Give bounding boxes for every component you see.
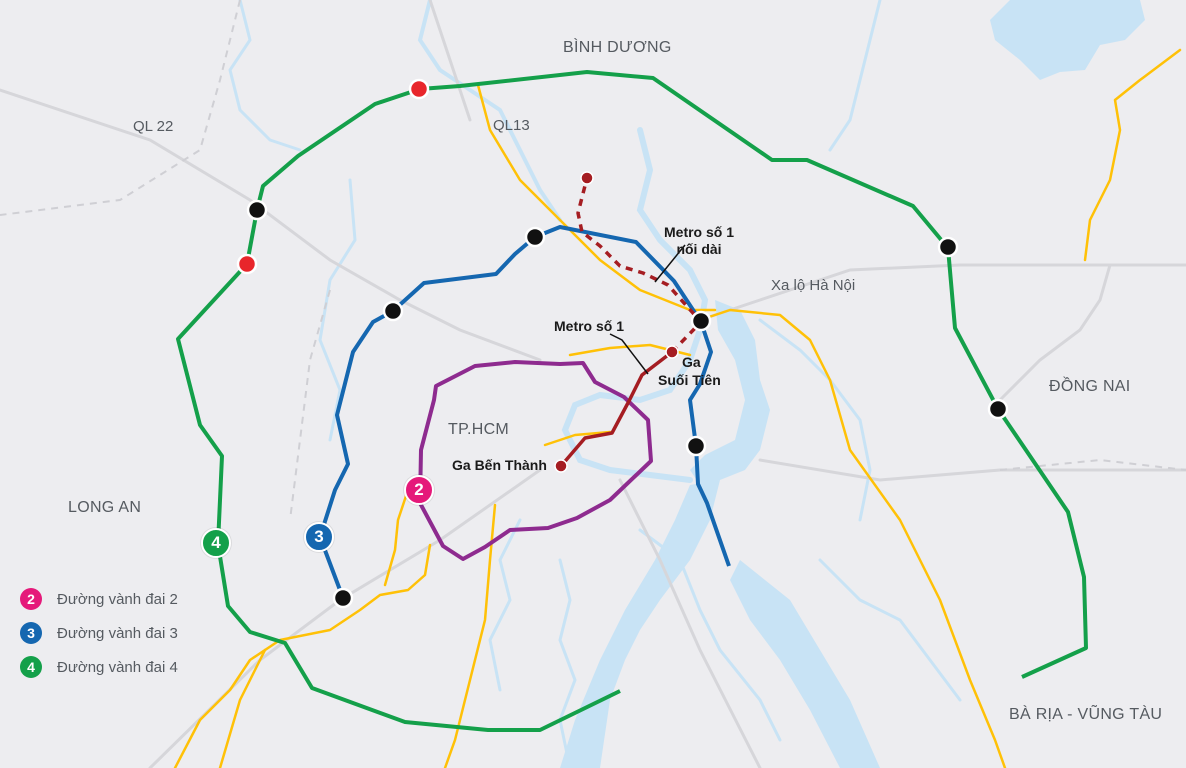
legend-ring-4-label: Đường vành đai 4 <box>57 658 178 676</box>
road-ql22 <box>0 88 542 362</box>
interchange-node-red <box>408 78 430 100</box>
metro-stations <box>554 171 679 473</box>
river-east-2 <box>638 528 782 742</box>
interchange-nodes <box>236 78 1009 609</box>
highway-ql13 <box>476 83 717 312</box>
legend-ring-2-icon: 2 <box>20 588 42 610</box>
interchange-node <box>332 587 354 609</box>
river-east-3 <box>818 558 962 702</box>
station-suoi-tien-dot <box>665 345 679 359</box>
road-label-ql22: QL 22 <box>133 118 174 135</box>
river-south-1 <box>558 558 577 768</box>
river-north <box>417 0 562 222</box>
road-xa-lo-ha-noi <box>698 263 1186 322</box>
callout-lines <box>609 244 686 375</box>
highway-ben-luc <box>543 430 612 447</box>
dashed-roads <box>0 0 1186 521</box>
river-ne <box>828 0 882 152</box>
dong-nai-river-wide <box>690 300 770 485</box>
legend-ring-4-icon: 4 <box>20 656 42 678</box>
interchange-node <box>987 398 1009 420</box>
saigon-river-mouth <box>560 480 720 768</box>
ring-road-2 <box>418 360 653 561</box>
callout-metro-1 <box>609 333 649 375</box>
interchange-node <box>685 435 707 457</box>
interchange-node <box>382 300 404 322</box>
ring-2-badge: 2 <box>404 475 434 505</box>
highway-south <box>443 503 497 768</box>
region-binh-duong: BÌNH DƯƠNG <box>563 39 672 56</box>
map-legend: 2 Đường vành đai 2 3 Đường vành đai 3 4 … <box>20 582 178 684</box>
highway-southwest-2 <box>173 543 432 768</box>
dashed-road-3 <box>999 458 1186 471</box>
road-east <box>758 458 1186 482</box>
metro-line-1-extension <box>576 177 703 354</box>
legend-item-ring-4: 4 Đường vành đai 4 <box>20 650 178 684</box>
highway-long-thanh <box>1083 48 1182 262</box>
station-suoi-tien-label: Ga Suối Tiên <box>658 353 721 389</box>
water-layer <box>560 0 1145 768</box>
metro-1-label: Metro số 1 <box>554 318 625 334</box>
river-west-1 <box>228 0 302 152</box>
station-suoi-tien-label-line1: Ga <box>682 354 701 370</box>
legend-ring-2-label: Đường vành đai 2 <box>57 590 178 608</box>
ring-3-badge: 3 <box>304 522 334 552</box>
metro-1-extension-label-line2: nối dài <box>676 241 722 257</box>
river-lines <box>228 0 962 768</box>
metro-1-extension-label: Metro số 1 nối dài <box>664 224 734 258</box>
river-west-2 <box>318 178 357 442</box>
road-ne <box>998 263 1112 402</box>
station-ben-thanh-label: Ga Bến Thành <box>452 457 547 473</box>
interchange-node <box>246 199 268 221</box>
callout-metro-ext <box>654 244 686 283</box>
ring-4-badge: 4 <box>201 528 231 558</box>
highway-xa-lo <box>698 308 1007 768</box>
road-label-ql13: QL13 <box>493 117 530 134</box>
ring-road-4 <box>176 70 1088 732</box>
delta-island <box>730 560 880 768</box>
region-dong-nai: ĐỒNG NAI <box>1049 378 1131 395</box>
highway-layer <box>173 48 1182 768</box>
dashed-road-1 <box>0 0 241 216</box>
legend-item-ring-2: 2 Đường vành đai 2 <box>20 582 178 616</box>
interchange-node-red <box>236 253 258 275</box>
station-ben-thanh-dot <box>554 459 568 473</box>
metro-line-1 <box>559 350 674 468</box>
interchange-node <box>524 226 546 248</box>
road-south <box>618 478 762 768</box>
region-tphcm: TP.HCM <box>448 421 510 438</box>
station-suoi-tien-label-line2: Suối Tiên <box>658 372 721 388</box>
highway-southwest-1 <box>383 488 410 587</box>
region-long-an: LONG AN <box>68 499 142 516</box>
metro-1-extension-label-line1: Metro số 1 <box>664 224 735 240</box>
legend-ring-3-icon: 3 <box>20 622 42 644</box>
road-north <box>428 0 472 122</box>
river-south-2 <box>488 518 522 692</box>
highway-far-west <box>218 648 267 768</box>
region-ba-ria-vung-tau: BÀ RỊA - VŨNG TÀU <box>1009 706 1163 723</box>
lake-tri-an <box>990 0 1145 80</box>
river-saigon <box>561 127 709 483</box>
interchange-node <box>937 236 959 258</box>
interchange-node <box>690 310 712 332</box>
legend-ring-3-label: Đường vành đai 3 <box>57 624 178 642</box>
road-label-xa-lo-ha-noi: Xa lộ Hà Nội <box>771 277 856 294</box>
metro-ext-terminus-dot <box>580 171 594 185</box>
legend-item-ring-3: 3 Đường vành đai 3 <box>20 616 178 650</box>
